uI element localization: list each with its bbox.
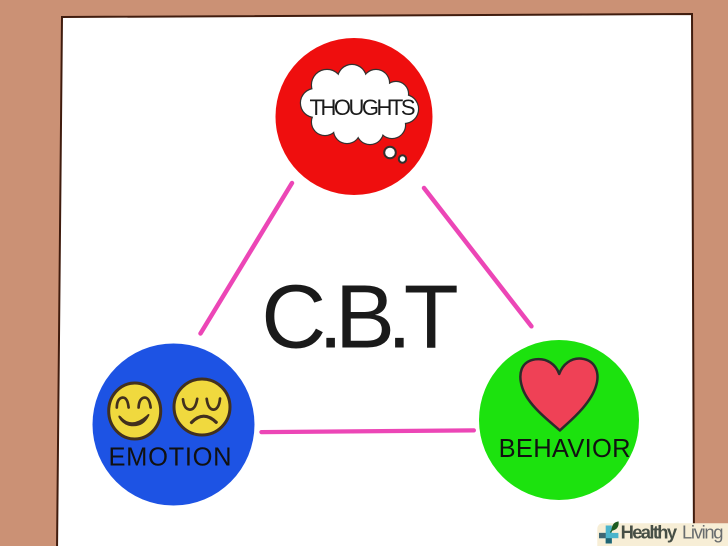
svg-text:Healthy: Healthy — [621, 522, 678, 543]
svg-text:EMOTION: EMOTION — [109, 444, 232, 472]
svg-text:THOUGHTS: THOUGHTS — [310, 95, 416, 120]
svg-text:Living: Living — [682, 522, 724, 543]
svg-text:C.B.T: C.B.T — [261, 268, 459, 368]
svg-text:BEHAVIOR: BEHAVIOR — [499, 435, 631, 463]
